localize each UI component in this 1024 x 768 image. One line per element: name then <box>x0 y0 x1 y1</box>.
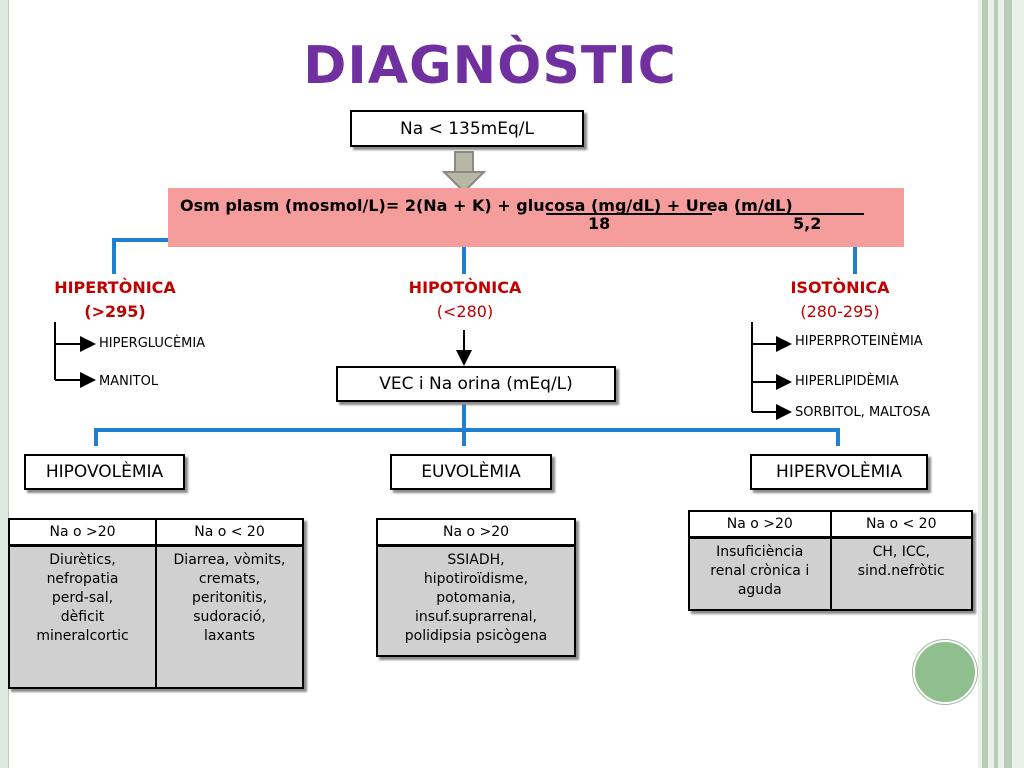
hypovolemia-box: HIPOVOLÈMIA <box>24 454 185 490</box>
formula-divisor-glucosa: 18 <box>588 214 611 233</box>
cell-line: perd-sal, <box>51 589 114 606</box>
slide-left-border <box>0 0 9 768</box>
euvolemia-box: EUVOLÈMIA <box>390 454 552 490</box>
cell-line: hipotiroïdisme, <box>423 570 529 587</box>
table-header: Na o < 20 <box>155 518 304 547</box>
cell-line: insuf.suprarrenal, <box>414 608 538 625</box>
decorative-circle <box>913 640 977 704</box>
isotonic-cause: HIPERLIPIDÈMIA <box>795 374 899 389</box>
cell-line: Insuficiència <box>716 544 804 560</box>
cell-line: cremats, <box>198 570 261 587</box>
isotonic-range: (280-295) <box>800 302 880 321</box>
table-cell: Diurètics, nefropatia perd-sal, dèficit … <box>8 545 157 689</box>
table-header: Na o < 20 <box>829 510 973 539</box>
cell-line: peritonitis, <box>191 589 268 606</box>
cell-line: Diarrea, vòmits, <box>173 552 286 568</box>
cell-line: dèficit <box>60 608 105 625</box>
cell-line: polidipsia psicògena <box>404 627 548 644</box>
hypotonic-label: HIPOTÒNICA <box>408 278 522 297</box>
cell-line: potomania, <box>436 589 516 606</box>
formula-divisor-urea: 5,2 <box>793 214 822 233</box>
table-cell: SSIADH, hipotiroïdisme, potomania, insuf… <box>376 545 576 657</box>
formula-plus: + <box>661 196 686 215</box>
cell-line: Diurètics, <box>49 552 116 568</box>
formula-glucosa: glucosa (mg/dL) <box>516 196 662 215</box>
cell-line: sind.nefròtic <box>857 562 945 579</box>
cell-line: laxants <box>204 627 255 644</box>
isotonic-label: ISOTÒNICA <box>790 278 890 297</box>
table-cell: CH, ICC, sind.nefròtic <box>829 537 973 611</box>
hypovolemia-table: Na o >20 Na o < 20 Diurètics, nefropatia… <box>8 518 304 689</box>
vec-urine-sodium-box: VEC i Na orina (mEq/L) <box>336 366 616 402</box>
hypertonic-range: (>295) <box>84 302 146 321</box>
slide-right-border <box>978 0 1024 768</box>
formula-lhs: Osm plasm (mosmol/L)= 2(Na + K) + <box>180 196 517 215</box>
sodium-threshold-box: Na < 135mEq/L <box>350 110 584 147</box>
cell-line: CH, ICC, <box>872 544 930 560</box>
osmolality-formula: Osm plasm (mosmol/L)= 2(Na + K) + glucos… <box>168 188 904 247</box>
isotonic-cause: SORBITOL, MALTOSA <box>795 405 931 420</box>
hypertonic-label: HIPERTÒNICA <box>54 278 176 297</box>
cell-line: aguda <box>737 581 782 598</box>
cell-line: nefropatia <box>46 570 119 587</box>
down-arrow-icon <box>441 151 487 194</box>
table-header: Na o >20 <box>376 518 576 547</box>
hypervolemia-table: Na o >20 Na o < 20 Insuficiència renal c… <box>688 510 973 611</box>
table-cell: Insuficiència renal crònica i aguda <box>688 537 832 611</box>
hypertonic-cause: HIPERGLUCÈMIA <box>99 336 206 351</box>
fraction-bar-urea <box>736 213 864 215</box>
formula-urea: Urea (m/dL) <box>685 196 793 215</box>
formula-line: Osm plasm (mosmol/L)= 2(Na + K) + glucos… <box>180 196 793 215</box>
hypervolemia-box: HIPERVOLÈMIA <box>750 454 928 490</box>
cell-line: SSIADH, <box>447 552 505 568</box>
hypotonic-range: (<280) <box>436 302 494 321</box>
cell-line: renal crònica i <box>710 562 810 579</box>
fraction-bar-glucosa <box>546 213 712 215</box>
slide-title: DIAGNÒSTIC <box>303 36 677 96</box>
cell-line: sudoració, <box>193 608 266 625</box>
euvolemia-table: Na o >20 SSIADH, hipotiroïdisme, potoman… <box>376 518 576 657</box>
table-header: Na o >20 <box>688 510 832 539</box>
cell-line: mineralcortic <box>36 627 129 644</box>
table-cell: Diarrea, vòmits, cremats, peritonitis, s… <box>155 545 304 689</box>
isotonic-cause: HIPERPROTEINÈMIA <box>795 334 923 349</box>
hypertonic-cause: MANITOL <box>99 374 159 389</box>
table-header: Na o >20 <box>8 518 157 547</box>
